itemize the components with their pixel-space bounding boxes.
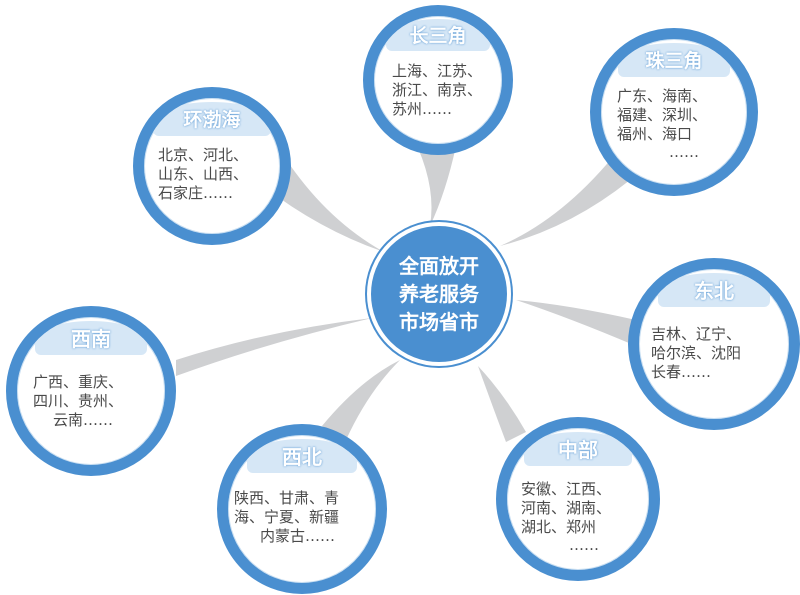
region-xibei: 西北 陕西、甘肃、青 海、宁夏、新疆 内蒙古……: [217, 424, 387, 594]
connector-xibei: [322, 360, 400, 440]
region-xinan: 西南 广西、重庆、 四川、贵州、 云南……: [6, 306, 176, 476]
region-zhusanjiao-title: 珠三角: [618, 43, 730, 77]
region-huanbohai-cities: 北京、河北、 山东、山西、 石家庄……: [158, 146, 249, 202]
region-zhusanjiao: 珠三角 广东、海南、 福建、深圳、 福州、海口 ……: [590, 28, 758, 196]
connector-zhusanjiao: [500, 158, 630, 246]
region-zhongbu: 中部 安徽、江西、 河南、湖南、 湖北、郑州 ……: [496, 417, 660, 581]
region-xibei-title: 西北: [247, 439, 357, 473]
connector-huanbohai: [263, 165, 384, 252]
region-changsanjiao-cities: 上海、江苏、 浙江、南京、 苏州……: [392, 62, 483, 118]
connector-xinan: [176, 318, 372, 376]
region-huanbohai-title: 环渤海: [153, 102, 271, 136]
center-line: 养老服务: [399, 282, 479, 306]
connector-zhongbu: [478, 366, 526, 442]
region-dongbei-title: 东北: [658, 273, 770, 307]
region-dongbei-cities: 吉林、辽宁、 哈尔滨、沈阳 长春……: [651, 325, 742, 381]
region-zhusanjiao-cities: 广东、海南、 福建、深圳、 福州、海口 ……: [617, 87, 708, 162]
region-xibei-cities: 陕西、甘肃、青 海、宁夏、新疆 内蒙古……: [234, 489, 340, 545]
connector-dongbei: [516, 300, 636, 346]
center-line: 市场省市: [399, 310, 479, 334]
region-xinan-title: 西南: [35, 321, 147, 355]
region-changsanjiao: 长三角 上海、江苏、 浙江、南京、 苏州……: [363, 5, 513, 155]
region-changsanjiao-title: 长三角: [386, 19, 490, 51]
center-node: 全面放开 养老服务 市场省市: [367, 222, 511, 366]
connector-changsanjiao: [418, 146, 456, 226]
region-huanbohai: 环渤海 北京、河北、 山东、山西、 石家庄……: [133, 87, 291, 245]
region-xinan-cities: 广西、重庆、 四川、贵州、 云南……: [33, 373, 124, 429]
region-dongbei: 东北 吉林、辽宁、 哈尔滨、沈阳 长春……: [628, 258, 800, 430]
region-zhongbu-cities: 安徽、江西、 河南、湖南、 湖北、郑州 ……: [521, 480, 612, 555]
region-zhongbu-title: 中部: [524, 432, 632, 466]
center-line: 全面放开: [399, 254, 479, 278]
